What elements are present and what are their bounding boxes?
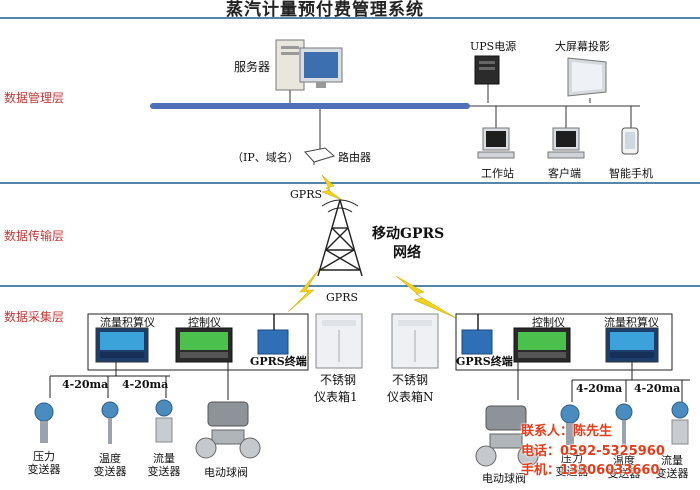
cabinet-1-icon: [315, 313, 363, 369]
contact-person: 联系人：陈先生: [521, 424, 613, 439]
label-cabinet-1-line2: 仪表箱1: [314, 390, 358, 404]
label-cabinet-1-line1: 不锈钢: [320, 373, 357, 387]
label-r-temperature-line1: 温度: [613, 454, 635, 467]
label-valve-right: 电动球阀: [482, 472, 526, 485]
label-signal-a: 4-20ma: [62, 378, 109, 391]
router-icon: [304, 147, 336, 165]
smartphone-icon: [621, 127, 639, 155]
label-ip-domain: （IP、域名）: [232, 151, 299, 164]
label-r-temperature-line2: 变送器: [607, 467, 641, 481]
label-controller-left: 控制仪: [188, 316, 221, 329]
label-gprs-mid: GPRS: [326, 291, 359, 304]
right-cabinet-box: [455, 313, 673, 371]
ups-icon: [474, 55, 500, 85]
label-server: 服务器: [234, 60, 271, 74]
electric-ball-valve-right-icon: [475, 405, 539, 467]
label-signal-c: 4-20ma: [576, 382, 623, 395]
lightning-top: [321, 174, 343, 201]
server-icon: [275, 39, 343, 91]
label-r-pressure-line1: 压力: [561, 452, 583, 465]
label-temperature-line2: 变送器: [93, 465, 127, 479]
label-temperature-transmitter-left: 温度 变送器: [90, 452, 130, 478]
label-flow-transmitter-right: 流量 变送器: [652, 454, 692, 480]
label-signal-d: 4-20ma: [634, 382, 681, 395]
label-valve-left: 电动球阀: [204, 466, 248, 479]
flow-totalizer-left-icon: [95, 327, 149, 363]
label-flow-line2: 变送器: [147, 465, 181, 479]
label-pressure-transmitter-right: 压力 变送器: [552, 452, 592, 478]
network-bus: [150, 103, 470, 109]
pressure-transmitter-left-icon: [34, 402, 54, 443]
cabinet-n-icon: [391, 313, 439, 369]
controller-right-icon: [513, 327, 571, 363]
diagram-title: 蒸汽计量预付费管理系统: [226, 0, 424, 20]
client-icon: [547, 127, 585, 159]
label-controller-right: 控制仪: [532, 316, 565, 329]
contact-phone: 电话：0592-5325960: [521, 444, 665, 459]
big-screen-icon: [567, 57, 607, 97]
label-flow-totalizer-left: 流量积算仪: [100, 316, 155, 329]
layer-label-collection: 数据采集层: [4, 310, 65, 324]
temperature-transmitter-left-icon: [101, 401, 119, 444]
flow-transmitter-right-icon: [671, 401, 689, 445]
gprs-terminal-right-icon: [461, 314, 493, 355]
label-gprs-top: GPRS: [290, 188, 323, 201]
label-gprs-terminal-right: GPRS终端: [456, 355, 513, 368]
lightning-right: [395, 275, 457, 319]
label-temperature-line1: 温度: [99, 452, 121, 465]
label-signal-b: 4-20ma: [122, 378, 169, 391]
label-temperature-transmitter-right: 温度 变送器: [604, 454, 644, 480]
label-ups: UPS电源: [470, 40, 517, 53]
label-smartphone: 智能手机: [609, 167, 653, 180]
label-pressure-transmitter-left: 压力 变送器: [24, 450, 64, 476]
label-client: 客户端: [548, 167, 581, 180]
label-flow-transmitter-left: 流量 变送器: [144, 452, 184, 478]
flow-totalizer-right-icon: [605, 327, 659, 363]
radio-tower-icon: [317, 199, 363, 277]
label-big-screen: 大屏幕投影: [555, 40, 610, 53]
label-cabinet-n-line2: 仪表箱N: [387, 390, 434, 404]
electric-ball-valve-left-icon: [195, 401, 261, 459]
label-mobile-gprs: 移动GPRS: [372, 226, 445, 242]
gprs-terminal-left-icon: [257, 314, 289, 355]
label-flow-totalizer-right: 流量积算仪: [604, 316, 659, 329]
workstation-icon: [477, 127, 515, 159]
label-mobile-gprs-network: 网络: [393, 245, 421, 261]
left-cabinet-box: [87, 313, 309, 371]
label-r-pressure-line2: 变送器: [555, 465, 589, 479]
temperature-transmitter-right-icon: [615, 403, 633, 446]
label-gprs-terminal-left: GPRS终端: [250, 355, 307, 368]
label-workstation: 工作站: [481, 167, 514, 180]
left-wiring: [49, 362, 229, 400]
label-r-flow-line2: 变送器: [655, 467, 689, 481]
label-router: 路由器: [338, 151, 371, 164]
label-pressure-line1: 压力: [33, 450, 55, 463]
contact-mobile: 手机：13306033660: [521, 463, 660, 478]
lightning-left: [287, 267, 321, 313]
label-r-flow-line1: 流量: [661, 454, 683, 467]
label-flow-line1: 流量: [153, 452, 175, 465]
label-pressure-line2: 变送器: [27, 463, 61, 477]
layer-label-transmission: 数据传输层: [4, 229, 65, 243]
flow-transmitter-left-icon: [155, 399, 173, 443]
label-cabinet-n-line1: 不锈钢: [392, 373, 429, 387]
controller-left-icon: [175, 327, 233, 363]
layer-label-management: 数据管理层: [4, 91, 65, 105]
right-wiring: [517, 362, 690, 402]
pressure-transmitter-right-icon: [560, 404, 580, 445]
